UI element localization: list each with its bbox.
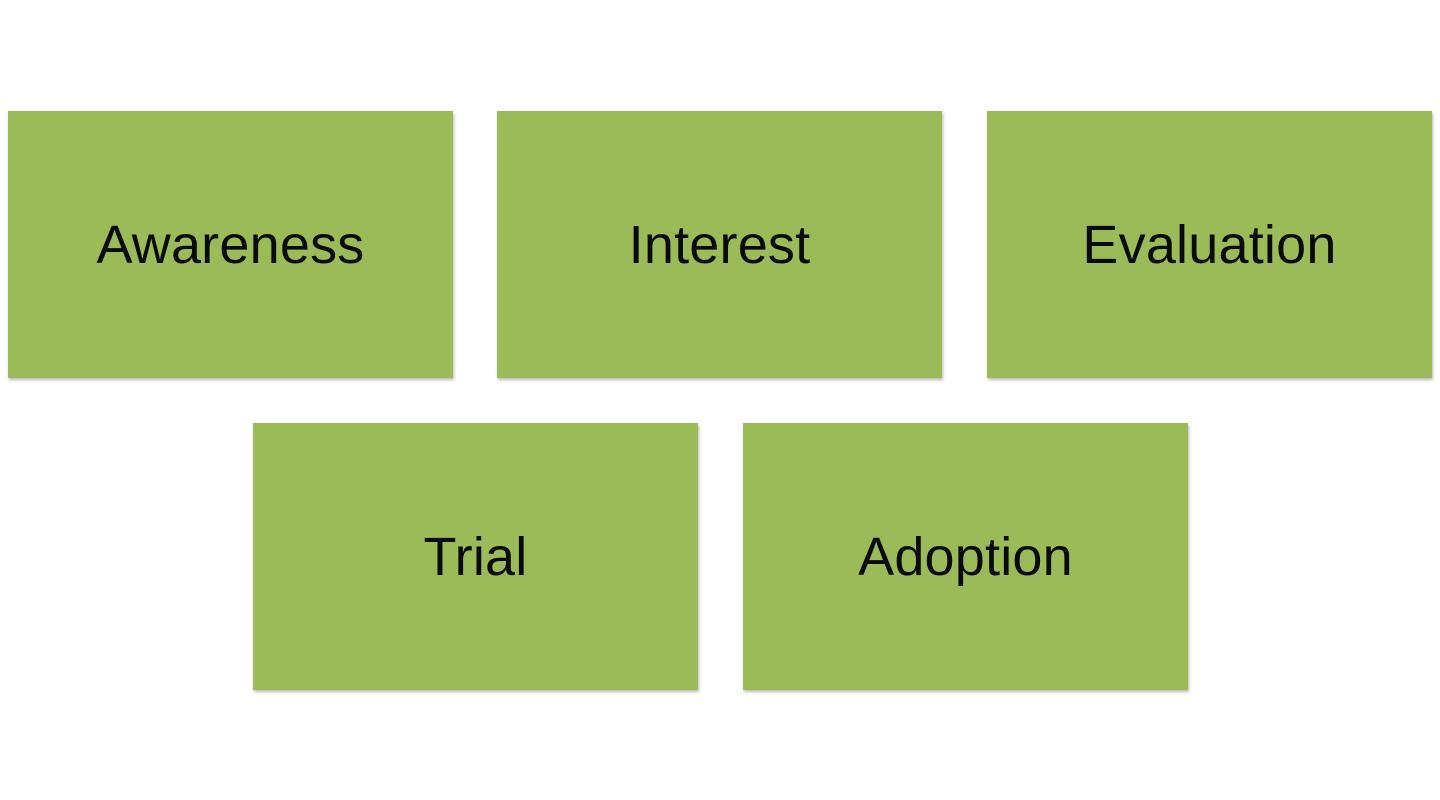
stage-label: Interest (628, 214, 811, 275)
stage-box-evaluation: Evaluation (987, 111, 1432, 378)
stage-label: Evaluation (1082, 214, 1337, 275)
stage-label: Awareness (96, 214, 365, 275)
stage-box-trial: Trial (253, 423, 698, 690)
stage-box-adoption: Adoption (743, 423, 1188, 690)
stage-label: Trial (423, 526, 528, 587)
stage-box-awareness: Awareness (8, 111, 453, 378)
stage-box-interest: Interest (497, 111, 942, 378)
stage-label: Adoption (858, 526, 1073, 587)
